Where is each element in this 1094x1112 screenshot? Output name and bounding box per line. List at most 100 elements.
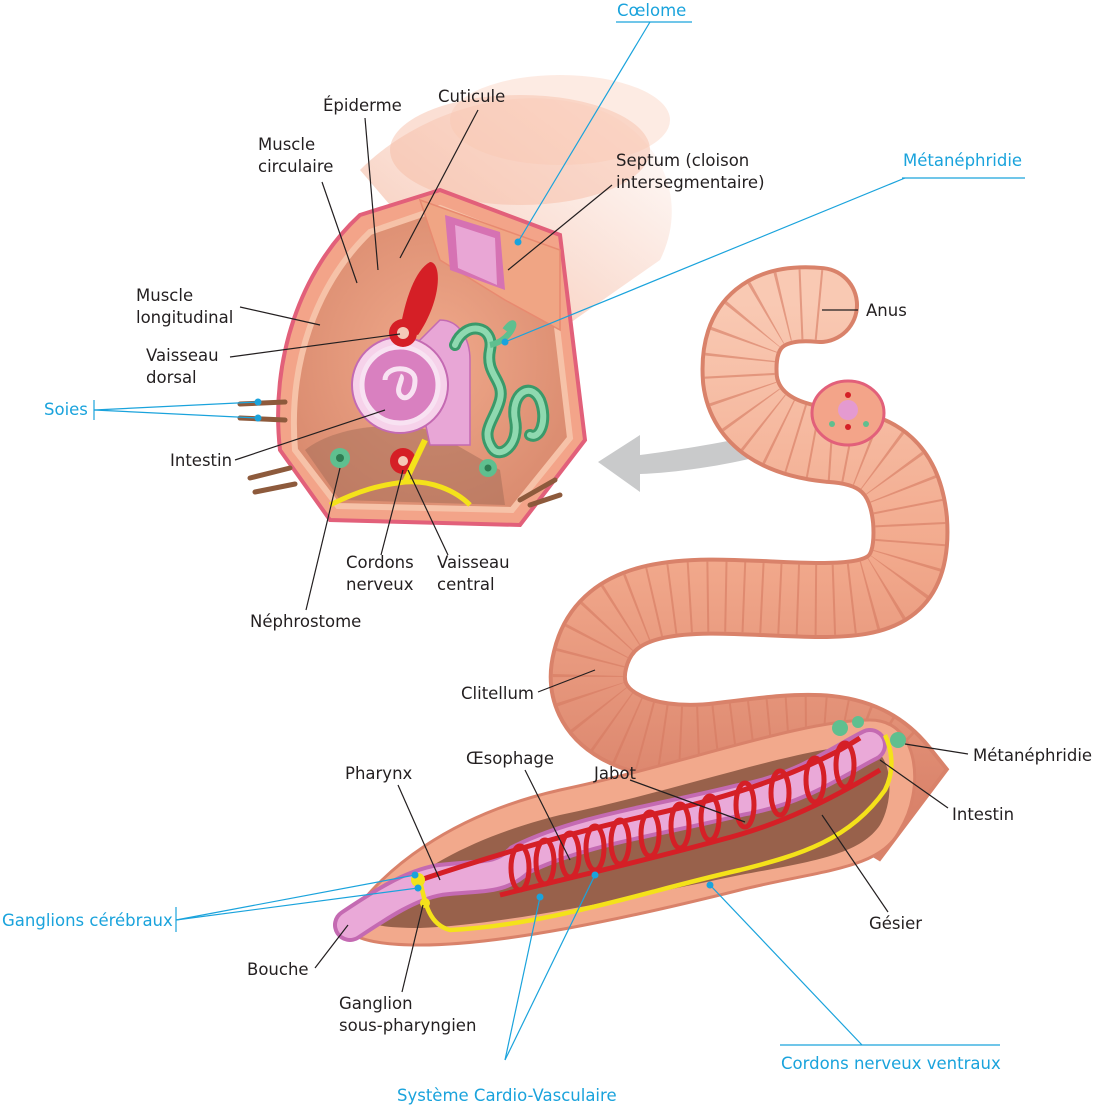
aortic-arch <box>608 817 632 867</box>
label-muscle-circulaire-1: Muscle <box>258 135 315 154</box>
leader-muscle-longitudinal <box>239 306 321 326</box>
label-soies: Soies <box>44 400 88 419</box>
label-muscle-longitudinal-2: longitudinal <box>136 308 233 327</box>
leader-muscle-circulaire <box>321 181 358 284</box>
leader-dot <box>411 871 419 879</box>
leader-clitellum <box>537 669 596 693</box>
seta <box>247 465 293 481</box>
leader-vaisseau-central <box>407 469 449 556</box>
dorsal-vessel-lumen <box>397 327 409 339</box>
metanephridium-loop <box>489 320 517 348</box>
aortic-arch <box>668 801 692 851</box>
label-vaisseau-dorsal-1: Vaisseau <box>146 346 219 365</box>
leader-intestin-bottom <box>879 759 949 809</box>
aortic-arch <box>533 837 557 887</box>
aortic-arch <box>508 843 532 893</box>
nephrostome-center <box>336 454 344 462</box>
nerve-branch <box>402 438 428 484</box>
leader-dot <box>501 338 509 346</box>
leader-bouche <box>314 924 349 969</box>
subpharyngeal-ganglion <box>420 898 430 908</box>
typhlosole <box>382 366 418 401</box>
metanephridium-small <box>890 732 906 748</box>
label-cordons-1: Cordons <box>346 553 414 572</box>
segment-ring <box>390 95 650 205</box>
leader-cv-1 <box>504 896 541 1061</box>
aortic-arch <box>583 823 607 873</box>
label-epiderme: Épiderme <box>323 96 402 115</box>
label-nephrostome: Néphrostome <box>250 612 361 631</box>
tail-vessel <box>845 424 851 430</box>
aortic-arch <box>803 755 827 805</box>
leader-intestin-top <box>234 409 386 461</box>
label-ganglions-cerebraux: Ganglions cérébraux <box>2 911 173 930</box>
leader-dot <box>254 414 262 422</box>
label-septum-2: intersegmentaire) <box>616 173 765 192</box>
leader-jabot <box>629 779 746 823</box>
label-vaisseau-central-2: central <box>437 575 495 594</box>
label-cordons-2: nerveux <box>346 575 414 594</box>
aortic-arch <box>833 740 857 790</box>
aortic-arch <box>698 793 722 843</box>
leader-dot <box>706 881 714 889</box>
label-muscle-longitudinal-1: Muscle <box>136 286 193 305</box>
leader-dot <box>514 238 522 246</box>
leader-metanephridie-top <box>504 177 906 343</box>
label-septum-1: Septum (cloison <box>616 151 749 170</box>
intestine-tube-back-light <box>455 225 497 285</box>
ventral-vessel <box>499 767 882 898</box>
label-clitellum: Clitellum <box>461 684 534 703</box>
leader-cv-2 <box>504 874 596 1061</box>
leader-dot <box>536 893 544 901</box>
leader-dot <box>254 398 262 406</box>
metanephridium-highlight <box>452 325 547 456</box>
leader-cordons-ventraux <box>709 884 863 1046</box>
leader-pharynx <box>397 784 441 881</box>
label-ganglion-sp-2: sous-pharyngien <box>339 1016 476 1035</box>
ventral-vessel-lumen <box>398 456 408 466</box>
leader-metanephridie-bottom <box>904 743 969 755</box>
leader-dot <box>414 884 422 892</box>
leader-ganglions-1 <box>175 874 416 921</box>
leader-ganglion-sp <box>401 904 424 993</box>
aortic-arch <box>638 809 662 859</box>
tail-vessel <box>845 392 851 398</box>
label-metanephridie-bottom: Métanéphridie <box>973 746 1092 765</box>
label-pharynx: Pharynx <box>345 764 413 783</box>
vessel-loops <box>419 735 882 898</box>
leader-vaisseau-dorsal <box>229 333 401 358</box>
label-muscle-circulaire-2: circulaire <box>258 157 333 176</box>
ventral-nerve-cord <box>417 734 894 933</box>
label-cordons-ventraux: Cordons nerveux ventraux <box>781 1054 1001 1073</box>
aortic-arch <box>558 830 582 880</box>
seta <box>517 477 558 503</box>
label-vaisseau-dorsal-2: dorsal <box>146 368 197 387</box>
leader-cordons <box>380 469 404 556</box>
tail-intestine <box>838 400 858 420</box>
metanephridium-small <box>852 716 864 728</box>
label-vaisseau-central-1: Vaisseau <box>437 553 510 572</box>
label-bouche: Bouche <box>247 960 309 979</box>
seta <box>252 481 298 495</box>
leader-cuticule <box>399 109 479 259</box>
leader-dot <box>591 871 599 879</box>
leader-soies-1 <box>93 401 259 411</box>
leader-gesier <box>821 814 889 913</box>
cross-section-illustration <box>237 75 672 528</box>
tail-nephridium <box>829 421 835 427</box>
seta <box>237 415 288 423</box>
seta <box>527 492 563 508</box>
leader-nephrostome <box>305 467 341 611</box>
body-tube-fade <box>360 98 672 330</box>
label-oesophage: Œsophage <box>466 749 554 768</box>
leader-septum <box>507 184 613 271</box>
label-jabot: Jabot <box>593 764 637 783</box>
worm-segments <box>553 269 946 794</box>
aortic-arch <box>768 768 792 818</box>
leader-ganglions-2 <box>175 887 419 921</box>
dorsal-vessel-tube <box>400 262 438 335</box>
leader-coelome <box>517 21 651 243</box>
